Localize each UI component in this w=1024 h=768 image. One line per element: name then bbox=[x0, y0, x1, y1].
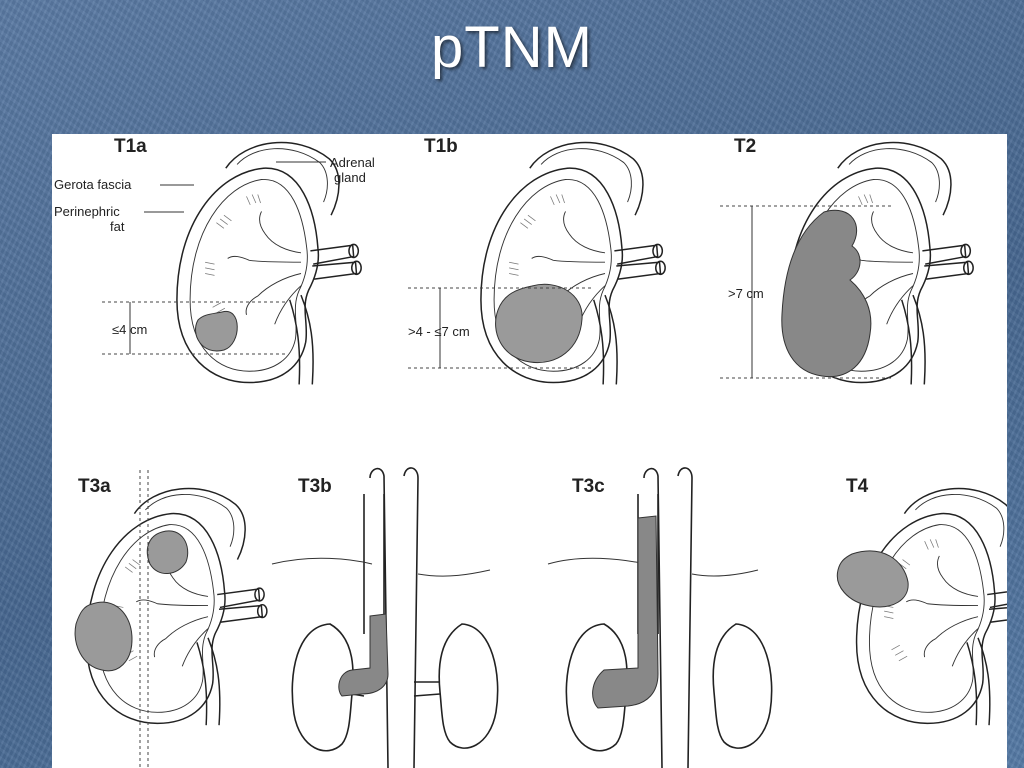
t3a-tumor-lower bbox=[74, 601, 133, 672]
t1a-size-label: ≤4 cm bbox=[112, 322, 147, 337]
slide-title: pTNM bbox=[431, 15, 593, 80]
annotation-perinephric-fat-line2: fat bbox=[110, 219, 125, 234]
t1b-label: T1b bbox=[424, 136, 458, 157]
panel-t2: T2 >7 cm bbox=[720, 136, 974, 386]
t2-label: T2 bbox=[734, 136, 756, 157]
t3c-label: T3c bbox=[572, 476, 605, 497]
panel-t3a: T3a bbox=[74, 470, 268, 768]
t3c-right-kidney bbox=[712, 623, 773, 749]
t3b-label: T3b bbox=[298, 476, 332, 497]
t4-tumor bbox=[836, 550, 909, 608]
staging-diagram-svg: T1a ≤4 cm Gerota fascia Perinephric fat … bbox=[54, 136, 1007, 768]
t3c-tumor-thrombus bbox=[592, 515, 659, 709]
t2-tumor bbox=[781, 209, 872, 378]
t1a-tumor bbox=[195, 311, 238, 352]
t3b-tumor-thrombus bbox=[338, 613, 389, 697]
annotation-adrenal-gland-line1: Adrenal bbox=[330, 155, 375, 170]
annotation-adrenal-gland-line2: gland bbox=[334, 170, 366, 185]
t2-size-label: >7 cm bbox=[728, 286, 764, 301]
panel-t1b: T1b >4 - ≤7 cm bbox=[408, 136, 666, 386]
t1a-label: T1a bbox=[114, 136, 147, 157]
panel-t3b: T3b bbox=[271, 467, 499, 768]
t4-label: T4 bbox=[846, 476, 869, 497]
staging-figure: T1a ≤4 cm Gerota fascia Perinephric fat … bbox=[52, 134, 1007, 768]
t3a-tumor-upper bbox=[146, 530, 189, 574]
annotation-perinephric-fat-line1: Perinephric bbox=[54, 204, 120, 219]
annotation-gerota-fascia: Gerota fascia bbox=[54, 177, 132, 192]
t3b-right-kidney bbox=[438, 623, 499, 749]
panel-t1a: T1a ≤4 cm Gerota fascia Perinephric fat … bbox=[54, 136, 375, 386]
t3a-label: T3a bbox=[78, 476, 111, 497]
panel-t4: T4 bbox=[836, 476, 1007, 726]
t1b-tumor bbox=[495, 283, 583, 364]
t1b-size-label: >4 - ≤7 cm bbox=[408, 324, 470, 339]
panel-t3c: T3c bbox=[547, 467, 773, 768]
